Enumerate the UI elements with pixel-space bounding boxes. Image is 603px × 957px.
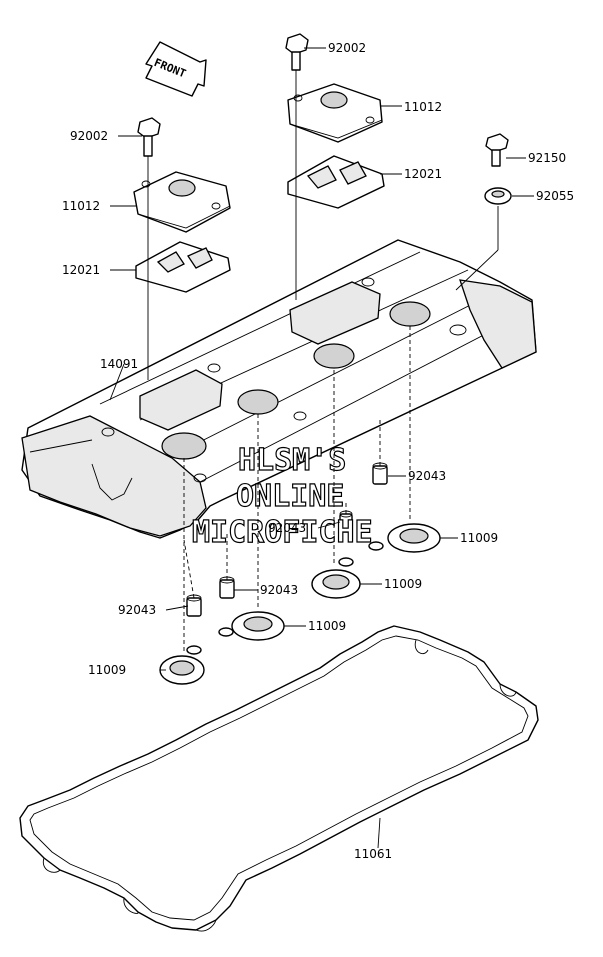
bolt-92150 xyxy=(485,133,509,167)
plug-seals xyxy=(159,523,441,685)
callout-92043-center: 92043 xyxy=(268,521,306,535)
plug-hole-4 xyxy=(389,301,431,327)
cover-gasket xyxy=(19,625,539,932)
valve-cover xyxy=(21,239,537,539)
callout-12021-left: 12021 xyxy=(62,263,100,277)
watermark-line1: HLSM'S xyxy=(238,443,346,478)
bolt-92002-left xyxy=(137,117,161,157)
callout-11009-mid: 11009 xyxy=(308,619,346,633)
callout-92043-left: 92043 xyxy=(118,603,156,617)
callout-labels: 92002 11012 92002 11012 12021 12021 9215… xyxy=(62,41,574,861)
watermark-line3: MICROFICHE xyxy=(192,515,373,550)
callout-92055: 92055 xyxy=(536,189,574,203)
callout-11061: 11061 xyxy=(354,847,392,861)
callout-11009-center: 11009 xyxy=(384,577,422,591)
plug-hole-2 xyxy=(237,389,279,415)
callout-11012-left: 11012 xyxy=(62,199,100,213)
callout-11009-left: 11009 xyxy=(88,663,126,677)
callout-11009-right: 11009 xyxy=(460,531,498,545)
callout-92002-top: 92002 xyxy=(328,41,366,55)
watermark-line2: ONLINE xyxy=(236,479,344,514)
callout-11012-top: 11012 xyxy=(404,100,442,114)
dowels xyxy=(186,462,388,617)
washer-92055 xyxy=(484,187,512,205)
breather-cover-center xyxy=(287,83,383,143)
callout-92043-mid: 92043 xyxy=(260,583,298,597)
breather-cover-left xyxy=(133,171,231,233)
front-arrow: FRONT xyxy=(145,41,207,97)
breather-plate-center xyxy=(287,155,385,209)
plug-hole-3 xyxy=(313,343,355,369)
callout-14091: 14091 xyxy=(100,357,138,371)
callout-92043-right: 92043 xyxy=(408,469,446,483)
callout-12021-top: 12021 xyxy=(404,167,442,181)
leader-lines xyxy=(109,47,534,849)
callout-92150: 92150 xyxy=(528,151,566,165)
breather-plate-left xyxy=(135,241,231,293)
bolt-92002-center xyxy=(285,33,309,71)
plug-hole-1 xyxy=(161,432,207,460)
callout-92002-left: 92002 xyxy=(70,129,108,143)
watermark: HLSM'S ONLINE MICROFICHE xyxy=(191,442,373,550)
